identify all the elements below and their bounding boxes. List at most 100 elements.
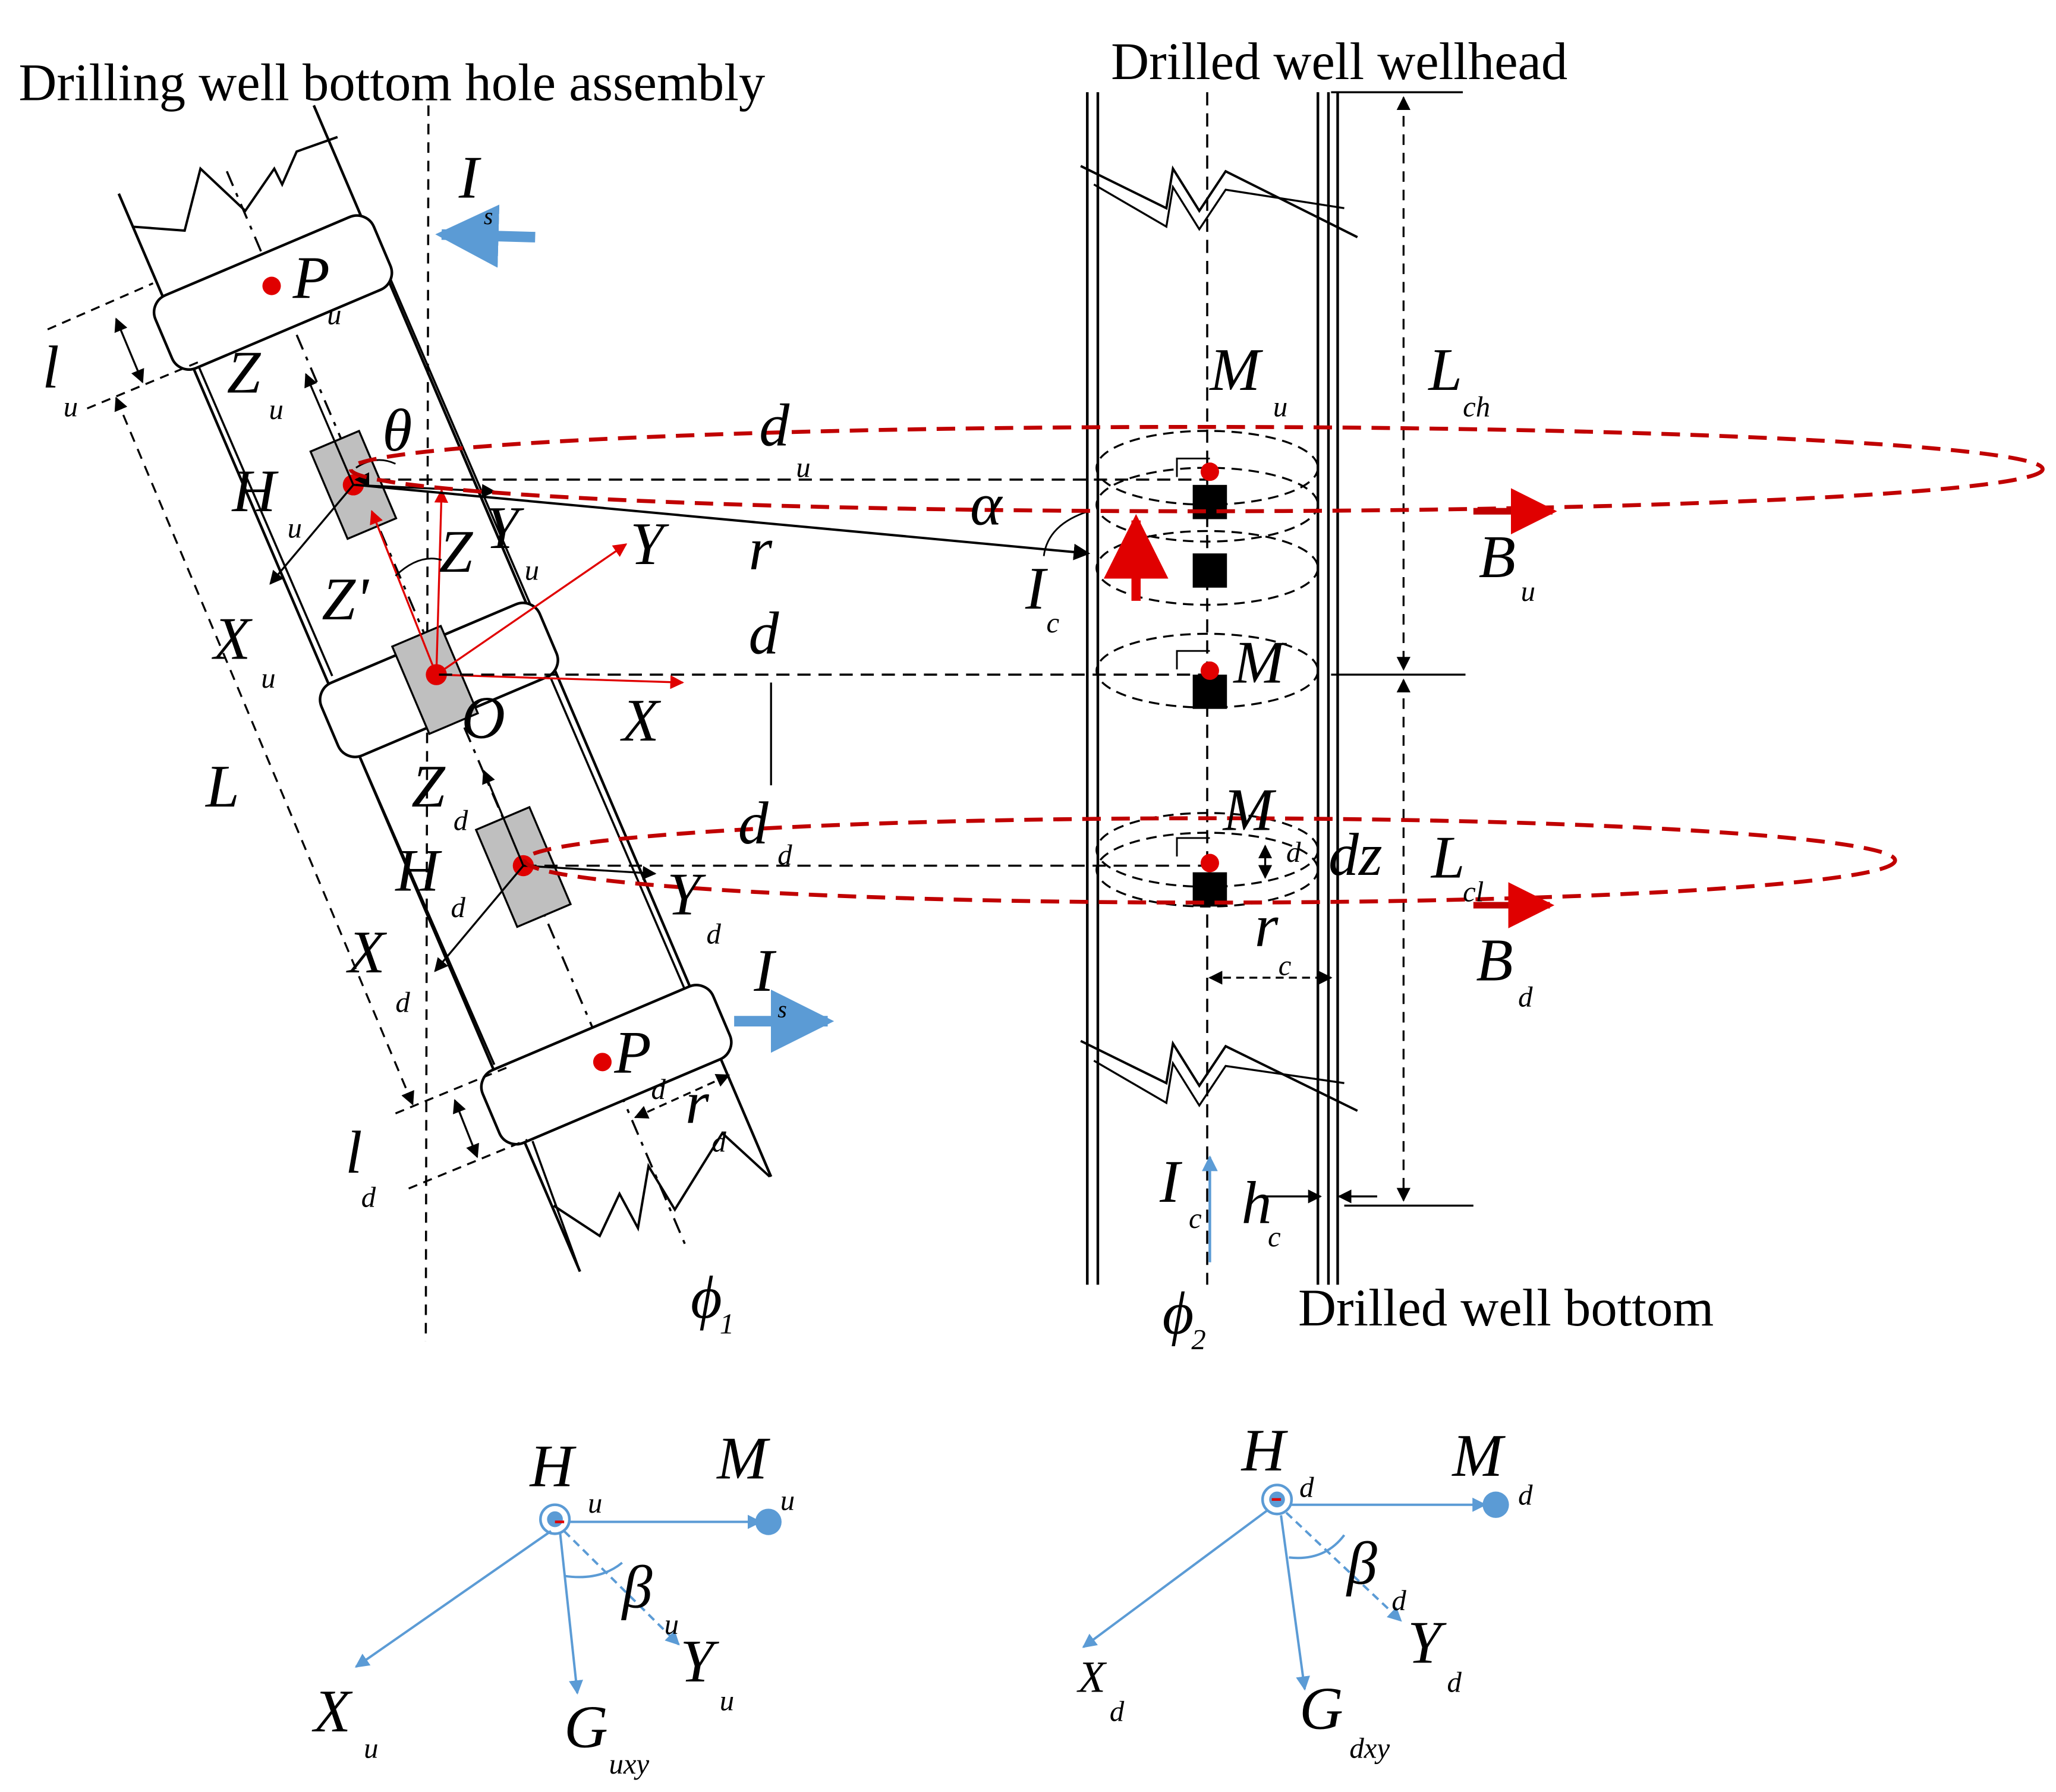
axis-Y-red — [436, 543, 628, 676]
svg-text:c: c — [1189, 1202, 1202, 1234]
break-mark-top — [131, 136, 338, 232]
svg-text:d: d — [395, 987, 410, 1019]
label-ld: l — [345, 1119, 362, 1186]
svg-text:u: u — [525, 554, 539, 586]
label-dz: dz — [1328, 821, 1383, 889]
svg-text:u: u — [780, 1485, 795, 1517]
label-M: M — [1232, 629, 1287, 696]
label-Zprime: Z' — [322, 566, 370, 633]
point-M — [1200, 661, 1219, 680]
label-Hd: H — [394, 837, 442, 905]
svg-text:1: 1 — [720, 1308, 734, 1340]
label-sub-Xd: X — [1076, 1653, 1107, 1702]
svg-text:2: 2 — [1191, 1324, 1205, 1356]
label-sub-Yu: Y — [680, 1628, 719, 1695]
svg-text:u: u — [269, 393, 284, 426]
label-sub-Hu: H — [529, 1433, 577, 1500]
svg-text:d: d — [711, 1126, 726, 1158]
label-Hu: H — [231, 458, 279, 525]
magnet-mid-1 — [1192, 553, 1227, 588]
label-alpha: α — [970, 471, 1003, 538]
svg-text:d: d — [454, 805, 468, 837]
subdiagram-d — [1082, 1484, 1509, 1691]
label-phi1: ϕ — [691, 1264, 722, 1331]
svg-text:dxy: dxy — [1349, 1732, 1390, 1764]
field-Bd — [522, 816, 1897, 905]
magnet-M — [1192, 675, 1227, 709]
break-mark-bottom — [553, 1131, 771, 1238]
svg-text:d: d — [707, 918, 722, 950]
svg-text:s: s — [484, 203, 493, 229]
svg-text:d: d — [1391, 1585, 1406, 1617]
label-dd: d — [738, 790, 769, 857]
label-Pd: P — [613, 1019, 651, 1086]
magnet-Mu — [1192, 484, 1227, 519]
label-sub-Hd: H — [1240, 1417, 1289, 1484]
label-L: L — [204, 753, 240, 820]
title-wellhead: Drilled well wellhead — [1111, 33, 1567, 91]
svg-text:c: c — [1279, 950, 1292, 982]
label-sub-Gdxy: G — [1299, 1676, 1343, 1743]
break-mark-well-top — [1080, 165, 1358, 238]
break-mark-well-bottom — [1080, 1040, 1358, 1112]
label-sub-Xu: X — [311, 1678, 353, 1745]
label-sub-beta-u: β — [621, 1554, 653, 1621]
point-Md — [1200, 854, 1219, 873]
svg-text:d: d — [1518, 981, 1533, 1013]
svg-text:d: d — [1110, 1695, 1125, 1727]
field-Bu — [348, 424, 2045, 514]
label-Xd: X — [346, 919, 388, 986]
label-Md: M — [1222, 777, 1277, 844]
label-r: r — [749, 516, 773, 583]
svg-text:u: u — [288, 512, 302, 544]
svg-text:u: u — [261, 662, 275, 694]
label-sub-Yd: Y — [1408, 1610, 1447, 1677]
drilling-bha — [47, 105, 1210, 1341]
point-Mu-sub — [755, 1508, 782, 1535]
title-well-bottom: Drilled well bottom — [1298, 1279, 1714, 1337]
point-Md-sub — [1482, 1491, 1509, 1518]
svg-text:uxy: uxy — [609, 1748, 650, 1780]
label-Zd: Z — [411, 753, 446, 820]
svg-text:u: u — [1273, 391, 1287, 423]
svg-text:d: d — [1286, 836, 1301, 868]
svg-text:cl: cl — [1463, 875, 1484, 908]
subdiagram-u — [354, 1503, 782, 1695]
label-Yu: Y — [485, 495, 524, 562]
svg-text:d: d — [651, 1073, 666, 1106]
svg-text:u: u — [720, 1685, 734, 1717]
label-Bu: B — [1479, 524, 1516, 591]
current-Is-top — [435, 204, 536, 268]
svg-text:u: u — [364, 1732, 378, 1764]
point-Pd — [593, 1053, 612, 1072]
label-Xu: X — [211, 605, 253, 672]
label-theta: θ — [382, 397, 412, 464]
svg-text:d: d — [1447, 1667, 1462, 1699]
label-Z: Z — [439, 518, 474, 585]
label-Y: Y — [630, 511, 669, 578]
label-Mu: M — [1208, 336, 1263, 404]
label-du: d — [759, 392, 790, 459]
label-Ic: I — [1025, 555, 1048, 622]
label-Lch: L — [1427, 336, 1462, 404]
label-Pu: P — [292, 244, 329, 311]
label-hc: h — [1242, 1169, 1272, 1236]
drilled-well — [348, 91, 2045, 1285]
label-O: O — [461, 684, 505, 751]
svg-text:ch: ch — [1463, 391, 1490, 423]
svg-text:d: d — [451, 892, 465, 924]
svg-text:c: c — [1268, 1221, 1281, 1253]
label-Zu: Z — [227, 339, 262, 407]
label-d: d — [749, 600, 780, 667]
svg-text:u: u — [327, 298, 341, 330]
vector-r — [355, 483, 1091, 560]
title-drilling-bha: Drilling well bottom hole assembly — [18, 53, 765, 112]
svg-text:s: s — [777, 996, 787, 1022]
label-lu: l — [42, 334, 59, 401]
axis-X-red — [436, 673, 684, 689]
label-sub-Md: M — [1451, 1422, 1506, 1489]
svg-text:d: d — [1518, 1479, 1533, 1511]
axis-Z-red — [434, 489, 449, 675]
label-rd: r — [685, 1069, 709, 1136]
